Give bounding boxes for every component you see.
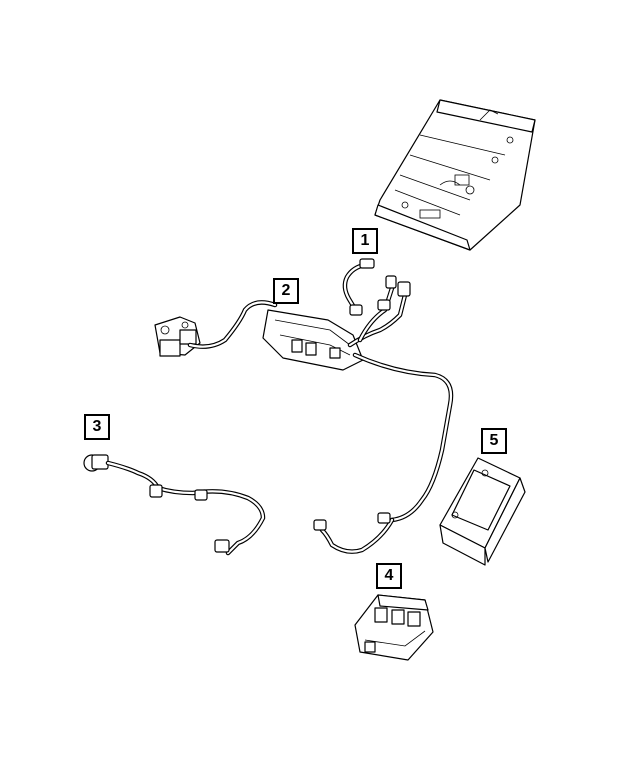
control-module (374, 99, 536, 251)
sensor-harness (83, 454, 266, 556)
callout-5: 5 (481, 428, 507, 454)
battery-cable (342, 258, 375, 316)
main-wiring-harness (154, 275, 454, 554)
callout-3: 3 (84, 414, 110, 440)
callout-4: 4 (376, 563, 402, 589)
callout-2: 2 (273, 278, 299, 304)
battery (439, 457, 526, 566)
fuse-block (354, 594, 434, 661)
callout-1: 1 (352, 228, 378, 254)
